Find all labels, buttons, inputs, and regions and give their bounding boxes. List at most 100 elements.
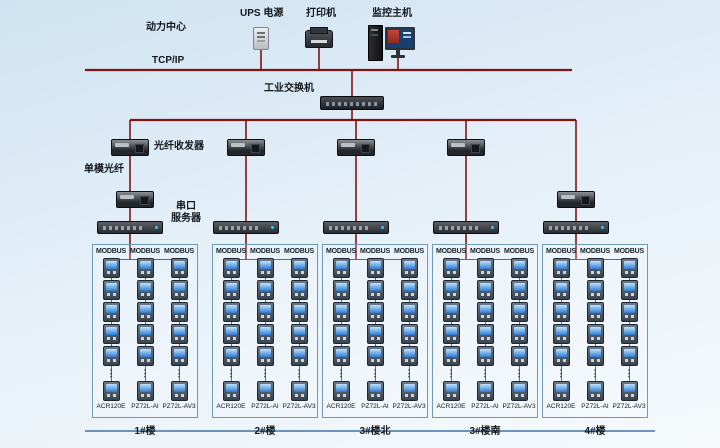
serial-server-icon (543, 221, 609, 234)
power-meter-icon (102, 346, 120, 366)
single-mode-fiber-label: 单模光纤 (84, 164, 124, 175)
power-meter-icon (170, 346, 188, 366)
power-meter-icon (620, 324, 638, 344)
modbus-label: MODBUS (394, 248, 424, 255)
power-meter-icon (586, 302, 604, 322)
meter-column: MODBUS⋮PZ72L-AI (468, 247, 502, 417)
power-meter-icon (366, 346, 384, 366)
meter-model-label: PZ72L-AV3 (502, 403, 536, 410)
power-meter-icon (136, 381, 154, 401)
industrial-switch-label: 工业交换机 (264, 83, 314, 94)
meter-column: MODBUS⋮PZ72L-AI (248, 247, 282, 417)
meter-model-label: ACR120E (96, 403, 126, 410)
power-meter-icon (332, 302, 350, 322)
serial-server-icon (213, 221, 279, 234)
meter-column: MODBUS⋮PZ72L-AI (358, 247, 392, 417)
modbus-label: MODBUS (164, 248, 194, 255)
meter-column: MODBUS⋮ACR120E (214, 247, 248, 417)
power-meter-icon (102, 381, 120, 401)
pc-tower-icon (368, 25, 383, 61)
meter-model-label: PZ72L-AI (131, 403, 159, 410)
ups-label: UPS 电源 (240, 8, 284, 19)
more-meters-ellipsis: ⋮ (106, 368, 116, 378)
power-meter-icon (442, 258, 460, 278)
power-meter-icon (290, 324, 308, 344)
power-meter-icon (476, 346, 494, 366)
power-meter-icon (510, 346, 528, 366)
serial-server-icon (323, 221, 389, 234)
power-meter-icon (442, 280, 460, 300)
power-meter-icon (510, 258, 528, 278)
power-meter-icon (256, 280, 274, 300)
meter-column: MODBUS⋮ACR120E (544, 247, 578, 417)
power-meter-icon (400, 258, 418, 278)
printer-icon (305, 27, 333, 48)
power-meter-icon (620, 258, 638, 278)
power-meter-icon (400, 346, 418, 366)
modbus-label: MODBUS (284, 248, 314, 255)
power-meter-icon (552, 302, 570, 322)
meter-column: MODBUS⋮ACR120E (324, 247, 358, 417)
meter-model-label: PZ72L-AV3 (282, 403, 316, 410)
power-meter-icon (510, 381, 528, 401)
meter-column: MODBUS⋮PZ72L-AV3 (612, 247, 646, 417)
modbus-label: MODBUS (326, 248, 356, 255)
power-meter-icon (170, 324, 188, 344)
power-meter-icon (136, 280, 154, 300)
modbus-label: MODBUS (470, 248, 500, 255)
power-center-label: 动力中心 (146, 22, 186, 33)
meter-model-label: ACR120E (326, 403, 356, 410)
meter-model-label: ACR120E (216, 403, 246, 410)
power-meter-icon (170, 381, 188, 401)
monitor-base-icon (391, 55, 405, 58)
meter-column: MODBUS⋮PZ72L-AV3 (282, 247, 316, 417)
power-meter-icon (332, 280, 350, 300)
ups-device-icon (253, 27, 269, 50)
power-meter-icon (102, 324, 120, 344)
meter-column: MODBUS⋮PZ72L-AI (578, 247, 612, 417)
modbus-label: MODBUS (130, 248, 160, 255)
building-label: 3#楼南 (469, 426, 501, 437)
power-meter-icon (256, 381, 274, 401)
power-meter-icon (102, 280, 120, 300)
power-meter-icon (136, 302, 154, 322)
power-meter-icon (366, 302, 384, 322)
meter-model-label: PZ72L-AV3 (612, 403, 646, 410)
power-meter-icon (366, 280, 384, 300)
fiber-transceiver-icon (227, 139, 265, 156)
power-meter-icon (290, 302, 308, 322)
more-meters-ellipsis: ⋮ (370, 368, 380, 378)
power-meter-icon (290, 381, 308, 401)
power-meter-icon (332, 324, 350, 344)
meter-model-label: PZ72L-AI (361, 403, 389, 410)
meter-column: MODBUS⋮PZ72L-AV3 (392, 247, 426, 417)
power-meter-icon (442, 346, 460, 366)
power-meter-icon (552, 324, 570, 344)
fiber-transceiver-icon (557, 191, 595, 208)
power-meter-icon (586, 280, 604, 300)
serial-server-icon (433, 221, 499, 234)
power-meter-icon (552, 258, 570, 278)
power-meter-icon (476, 381, 494, 401)
power-meter-icon (366, 258, 384, 278)
power-meter-icon (476, 258, 494, 278)
meter-model-label: PZ72L-AI (251, 403, 279, 410)
power-meter-icon (222, 258, 240, 278)
meter-column: MODBUS ⋮ PZ72L-AI (128, 247, 162, 417)
more-meters-ellipsis: ⋮ (140, 368, 150, 378)
power-meter-icon (400, 302, 418, 322)
serial-server-icon (97, 221, 163, 234)
power-meter-icon (256, 346, 274, 366)
power-meter-icon (290, 346, 308, 366)
power-meter-icon (290, 258, 308, 278)
power-meter-icon (290, 280, 308, 300)
serial-server-label-line1: 串口 (176, 201, 196, 212)
